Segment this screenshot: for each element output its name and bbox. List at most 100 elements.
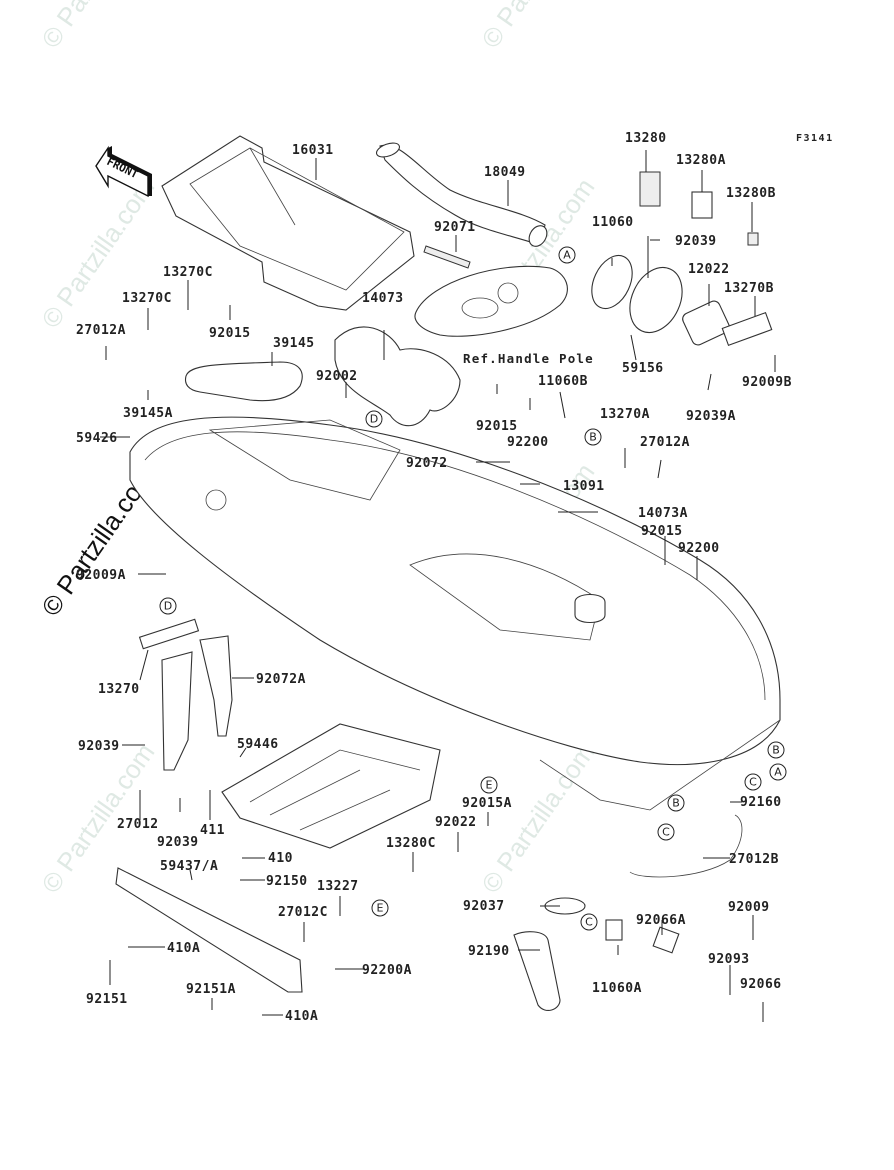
part-label: 92200A [362,963,412,978]
part-label: 27012C [278,905,328,920]
svg-text:D: D [370,413,378,426]
bracket-13270 [138,618,200,650]
leader-lines [100,150,776,1022]
svg-text:E: E [377,902,384,915]
part-label: 27012A [640,435,690,450]
strap [161,651,193,771]
svg-text:A: A [563,249,571,262]
handle-pole-base [414,265,568,337]
part-label: 11060A [592,981,642,996]
part-label: 14073A [638,506,688,521]
watermark: © Partzilla.com [35,173,160,334]
part-label: 14073 [362,291,404,306]
watermark: © Partzilla.com [35,0,160,53]
part-label: 59446 [237,737,279,752]
svg-text:B: B [772,744,780,757]
part-label: 13270 [98,682,140,697]
clip-13280B [747,232,759,246]
part-label: 92072 [406,456,448,471]
watermark: © Partzilla.com [475,0,600,53]
callout-d: D [365,410,383,428]
pipe [375,142,548,247]
part-label: 92015 [641,524,683,539]
part-label: 92072A [256,672,306,687]
part-label: 11060 [592,215,634,230]
svg-text:C: C [749,776,757,789]
clamp-13280A [691,191,713,219]
part-label: 16031 [292,143,334,158]
seal-39145 [184,361,303,402]
part-label: 92093 [708,952,750,967]
part-label: 27012 [117,817,159,832]
part-label: 92039 [78,739,120,754]
part-label: 410A [285,1009,318,1024]
hull [129,416,781,811]
part-label: 13280C [386,836,436,851]
part-label: 13280A [676,153,726,168]
part-label: 13091 [563,479,605,494]
part-label: 92037 [463,899,505,914]
callout-c: C [657,823,675,841]
callout-d: D [159,597,177,615]
part-label: 12022 [688,262,730,277]
bracket-13270B [721,311,773,347]
gasket-11060 [591,254,633,310]
part-label: 92009 [728,900,770,915]
svg-text:E: E [486,779,493,792]
part-label: 13280 [625,131,667,146]
part-label: 27012B [729,852,779,867]
strip-92071 [423,245,471,269]
intake-grate-59446 [221,723,441,849]
part-label: 92015A [462,796,512,811]
part-label: 39145 [273,336,315,351]
figure-code: F3141 [796,133,834,144]
part-label: 92066A [636,913,686,928]
part-label: 18049 [484,165,526,180]
part-label: 13280B [726,186,776,201]
callout-b: B [584,428,602,446]
ride-plate-59437 [115,867,303,993]
grate-ribs [249,749,421,831]
svg-text:C: C [662,826,670,839]
gasket-11060A [605,919,623,941]
part-label: 410 [268,851,293,866]
callout-b: B [667,794,685,812]
part-label: 92022 [435,815,477,830]
part-label: 92151 [86,992,128,1007]
part-label: 59156 [622,361,664,376]
part-label: 92039 [157,835,199,850]
callouts: A D B D B A C E B C E C [159,246,787,931]
part-label: 92015 [476,419,518,434]
part-label: 11060B [538,374,588,389]
callout-e: E [371,899,389,917]
part-label: 59426 [76,431,118,446]
svg-text:B: B [672,797,680,810]
part-label: 92200 [507,435,549,450]
clamp-13280 [639,171,661,207]
part-label: 92160 [740,795,782,810]
svg-text:A: A [774,766,782,779]
part-label: 92071 [434,220,476,235]
part-label: 13227 [317,879,359,894]
part-label: 92039A [686,409,736,424]
hose-92190 [513,931,561,1011]
storage-tray [161,135,415,311]
watermark: © Partzilla.com [475,738,600,899]
ref-note: Ref.Handle Pole [463,351,594,366]
part-label: 13270C [122,291,172,306]
part-label: 13270C [163,265,213,280]
callout-e: E [480,776,498,794]
callout-c: C [744,773,762,791]
callout-a: A [769,763,787,781]
part-label: 92200 [678,541,720,556]
callout-b: B [767,741,785,759]
part-label: 92009B [742,375,792,390]
part-label: 92151A [186,982,236,997]
svg-text:C: C [585,916,593,929]
plate-12022 [682,300,730,346]
part-label: 92066 [740,977,782,992]
cap-14073A [574,593,606,624]
part-label: 39145A [123,406,173,421]
part-label: 13270A [600,407,650,422]
